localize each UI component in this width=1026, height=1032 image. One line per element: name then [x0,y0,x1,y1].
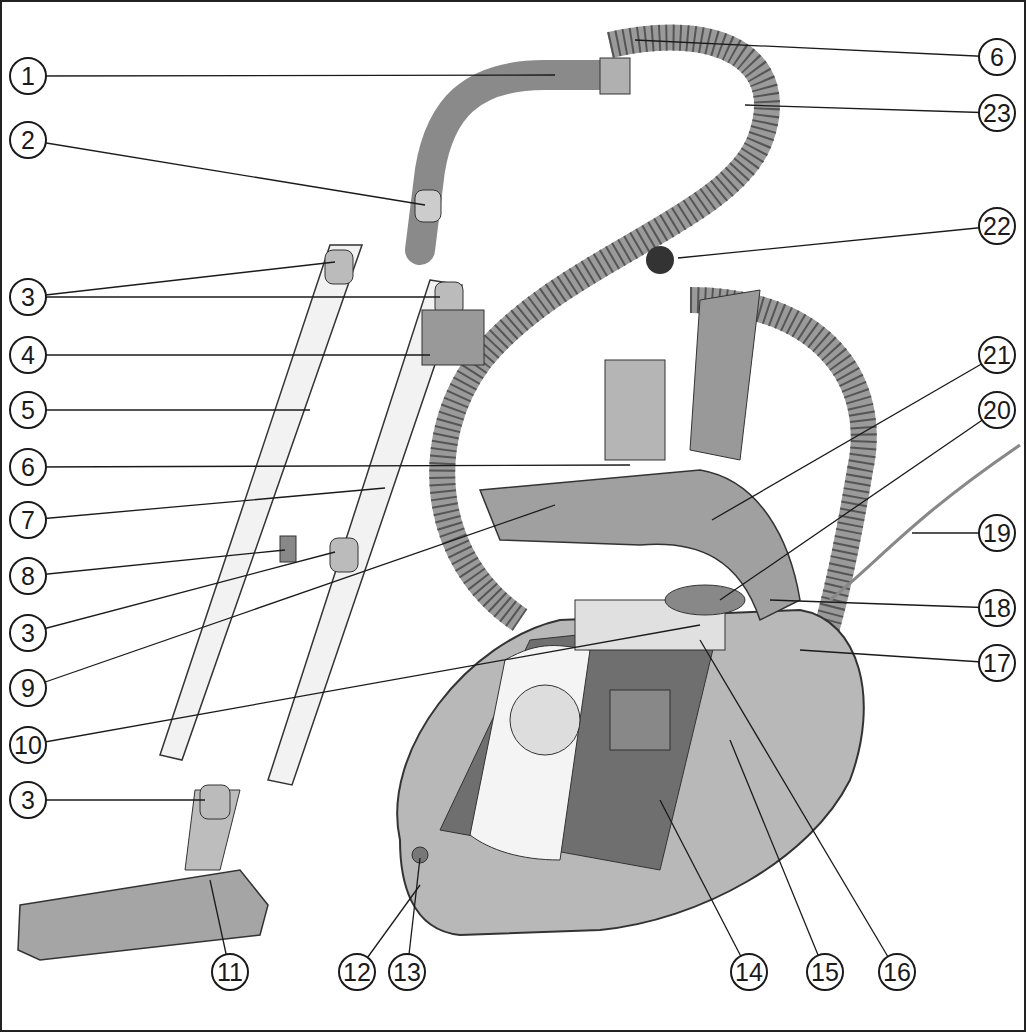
callout-circle: 3 [9,781,47,819]
callout-number: 5 [21,398,35,423]
callout-number: 21 [983,343,1011,368]
callout-circle: 6 [9,448,47,486]
callout-circle: 3 [9,614,47,652]
callout-circle: 1 [9,57,47,95]
callout-number: 23 [983,101,1011,126]
callout-circle: 23 [978,94,1016,132]
tube-clip [325,250,353,284]
tube-slider [280,536,296,562]
dustbag [470,646,590,860]
crevice-nozzle [690,290,760,460]
callout-number: 16 [883,960,911,985]
tube-clip [330,538,358,572]
callout-number: 7 [21,508,35,533]
hose-connector [600,58,630,94]
tube-left [160,245,362,760]
callout-circle: 7 [9,501,47,539]
callout-circle: 4 [9,336,47,374]
callout-circle: 16 [878,953,916,991]
callout-number: 3 [21,621,35,646]
bag-holder [610,690,670,750]
callout-number: 14 [735,960,763,985]
callout-circle: 21 [978,336,1016,374]
callout-circle: 6 [978,38,1016,76]
accessory [605,360,665,460]
callout-circle: 22 [978,207,1016,245]
callout-number: 13 [393,960,421,985]
accessory-holder [422,310,484,365]
dustbag-collar [510,685,580,755]
callout-circle: 12 [338,953,376,991]
callout-number: 2 [21,128,35,153]
callout-circle: 14 [730,953,768,991]
callout-circle: 13 [388,953,426,991]
callout-circle: 3 [9,278,47,316]
callout-circle: 9 [9,669,47,707]
lid [480,470,800,620]
callout-number: 10 [14,733,42,758]
callout-number: 4 [21,343,35,368]
callout-number: 6 [990,45,1004,70]
callout-number: 1 [21,64,35,89]
floorhead-clip [200,785,230,819]
callout-circle: 18 [978,589,1016,627]
callout-number: 20 [983,398,1011,423]
leader-lines [28,40,997,972]
callout-number: 8 [21,564,35,589]
dusting-brush [646,246,674,274]
vacuum-body [397,610,864,935]
callout-number: 18 [983,596,1011,621]
callout-number: 11 [217,960,243,985]
suction-port [665,585,745,615]
callout-circle: 10 [9,726,47,764]
callout-circle: 17 [978,644,1016,682]
floorhead [18,870,268,960]
callout-number: 15 [811,960,839,985]
callout-number: 17 [983,651,1011,676]
callout-circle: 11 [211,953,249,991]
callout-circle: 5 [9,391,47,429]
dust-compartment [440,620,720,870]
callout-number: 3 [21,285,35,310]
callout-circle: 19 [978,514,1016,552]
callout-number: 6 [21,455,35,480]
handle [420,75,600,250]
callout-circle: 8 [9,557,47,595]
callout-number: 22 [983,214,1011,239]
callout-circle: 2 [9,121,47,159]
callout-number: 19 [983,521,1011,546]
callout-circle: 15 [806,953,844,991]
power-cable [830,445,1020,600]
handle-clip [415,190,441,222]
callout-number: 12 [343,960,371,985]
callout-circle: 20 [978,391,1016,429]
callout-number: 3 [21,788,35,813]
callout-number: 9 [21,676,35,701]
